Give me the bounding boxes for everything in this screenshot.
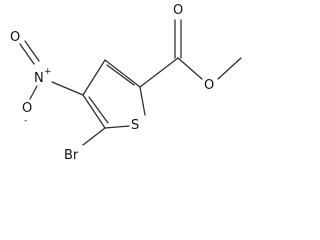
ring-double-bond-c2-c3-inner xyxy=(106,64,135,86)
carbonyl-oxygen-label: O xyxy=(173,3,183,18)
bond-carbonyl-carbon-ester-oxygen xyxy=(177,57,203,80)
bond-nitro-nitrogen-oxygen-top-right xyxy=(24,40,40,62)
ring-bond-c3-c4 xyxy=(82,59,106,96)
sulfur-label: S xyxy=(131,118,139,133)
ester-oxygen-label: O xyxy=(204,78,214,93)
ring-bond-s-c2 xyxy=(139,86,146,116)
nitro-oxygen-top-label: O xyxy=(10,30,20,45)
nitro-nitrogen-label: N xyxy=(34,71,44,86)
nitro-nitrogen-charge: + xyxy=(44,67,52,77)
bond-c4-nitro-nitrogen xyxy=(51,81,84,96)
ring-bond-c5-s xyxy=(104,125,130,129)
molecule-diagram: O O S Br N + O O - xyxy=(10,3,242,162)
structure-canvas: O O S Br N + O O - xyxy=(10,3,242,162)
ring-bond-c2-c3 xyxy=(104,59,141,88)
bond-nitro-nitrogen-oxygen-top-left xyxy=(19,43,35,65)
nitro-oxygen-charge: - xyxy=(24,116,27,126)
bond-c2-carbonyl-carbon xyxy=(139,57,179,88)
bromine-label: Br xyxy=(64,148,79,162)
ring-double-bond-c4-c5-inner xyxy=(88,96,109,124)
bond-nitro-nitrogen-oxygen-bottom xyxy=(29,85,38,100)
nitro-oxygen-bottom-label: O xyxy=(22,101,32,116)
ring-bond-c4-c5 xyxy=(82,94,106,129)
bond-c5-bromine xyxy=(82,127,106,146)
bond-ester-oxygen-methyl xyxy=(217,57,242,80)
